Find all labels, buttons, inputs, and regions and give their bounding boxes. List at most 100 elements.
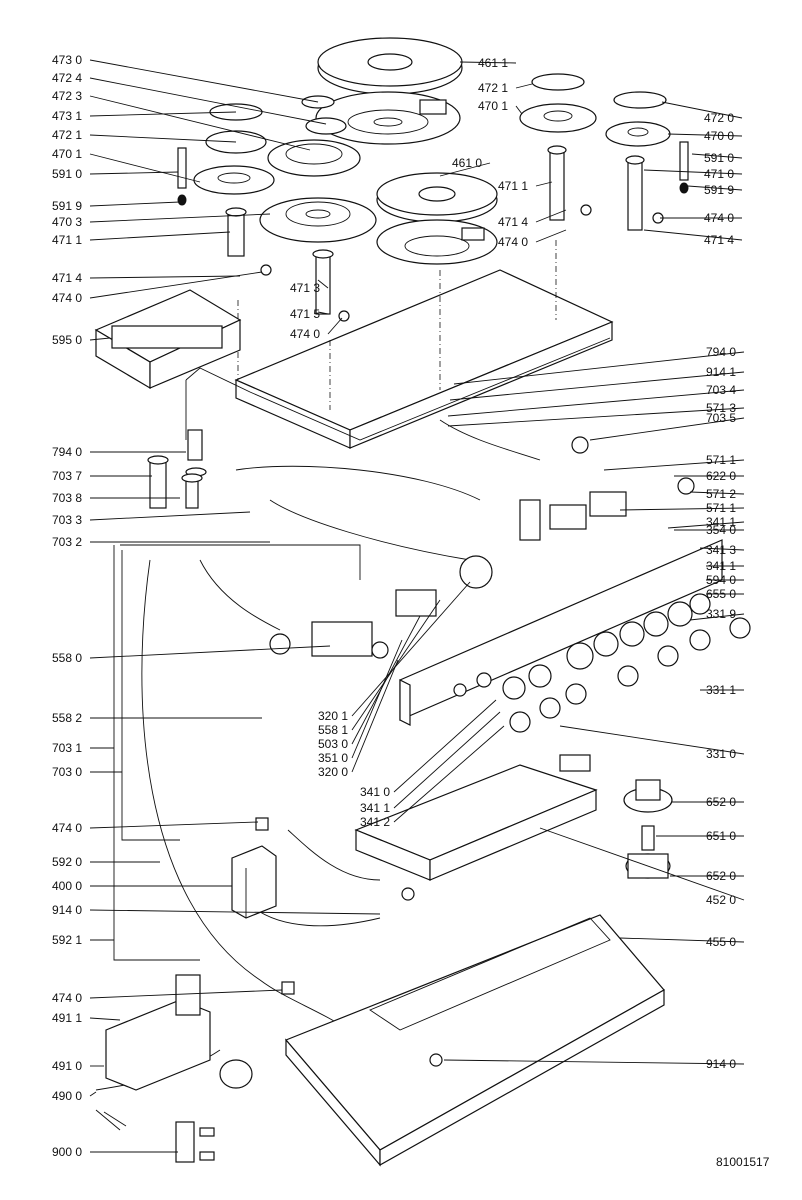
part-label: 703 8 [52, 491, 82, 505]
part-label: 703 1 [52, 741, 82, 755]
leader-line [317, 279, 329, 289]
leader-line [453, 351, 745, 385]
part-label: 470 1 [478, 99, 508, 113]
part-label: 341 1 [706, 515, 736, 529]
leader-line [393, 699, 497, 793]
part-label: 341 2 [360, 815, 390, 829]
control-panel [399, 539, 723, 726]
leader-line [351, 639, 403, 759]
part-label: 461 1 [478, 56, 508, 70]
part-label: 473 0 [52, 53, 82, 67]
part-label: 794 0 [52, 445, 82, 459]
part-label: 331 1 [706, 683, 736, 697]
oven-floor-tray [284, 914, 665, 1167]
part-label: 592 0 [52, 855, 82, 869]
part-label: 591 0 [52, 167, 82, 181]
leader-line [559, 725, 745, 755]
leader-line [89, 153, 201, 183]
leader-line [515, 105, 523, 115]
leader-line [89, 645, 331, 659]
part-label: 354 0 [706, 523, 736, 537]
part-label: 491 1 [52, 1011, 82, 1025]
leader-line [539, 827, 745, 901]
leader-line [351, 615, 421, 745]
part-label: 592 1 [52, 933, 82, 947]
gas-valve-558 [269, 555, 493, 659]
mains-plug [95, 1059, 253, 1131]
part-label: 474 0 [704, 211, 734, 225]
part-label: 474 0 [498, 235, 528, 249]
leader-line [89, 171, 179, 175]
leader-line [89, 201, 181, 207]
leader-line [447, 407, 745, 427]
burner-caps-left [193, 95, 377, 243]
thermostat-parts [623, 779, 673, 879]
part-label: 558 0 [52, 651, 82, 665]
part-label: 341 1 [706, 559, 736, 573]
part-label: 703 2 [52, 535, 82, 549]
leader-line [643, 169, 743, 175]
part-label: 471 4 [704, 233, 734, 247]
leader-line [327, 317, 343, 335]
part-label: 474 0 [52, 291, 82, 305]
leader-line [89, 95, 311, 151]
leader-line [447, 389, 745, 417]
part-label: 471 4 [52, 271, 82, 285]
part-label: 651 0 [706, 829, 736, 843]
part-label: 351 0 [318, 751, 348, 765]
junction-box [94, 289, 242, 390]
leader-line [699, 547, 745, 551]
part-label: 591 0 [704, 151, 734, 165]
leader-line [89, 337, 111, 341]
leader-line [89, 1091, 97, 1097]
terminal-block [105, 974, 211, 1091]
leader-line [619, 937, 745, 943]
part-label: 341 1 [360, 801, 390, 815]
part-label: 471 1 [498, 179, 528, 193]
knobs-and-rosettes [453, 593, 751, 733]
leader-line [535, 229, 567, 243]
part-label: 595 0 [52, 333, 82, 347]
leader-line [351, 581, 471, 717]
part-label: 652 0 [706, 869, 736, 883]
part-label: 914 0 [706, 1057, 736, 1071]
leader-line [89, 111, 237, 117]
part-label: 571 3 [706, 401, 736, 415]
part-label: 490 0 [52, 1089, 82, 1103]
part-label: 471 0 [704, 167, 734, 181]
leader-line [515, 83, 533, 89]
leader-line [443, 1059, 745, 1065]
part-label: 471 1 [52, 233, 82, 247]
leader-line [619, 507, 745, 511]
part-label: 474 0 [290, 327, 320, 341]
part-label: 491 0 [52, 1059, 82, 1073]
part-label: 474 0 [52, 821, 82, 835]
part-label: 655 0 [706, 587, 736, 601]
cable-clamp [175, 1121, 215, 1163]
leader-line [89, 77, 327, 125]
part-label: 472 1 [52, 128, 82, 142]
part-label: 470 1 [52, 147, 82, 161]
leader-line [687, 185, 743, 191]
part-label: 652 0 [706, 795, 736, 809]
part-label: 470 3 [52, 215, 82, 229]
leader-line [89, 213, 271, 223]
leader-line [89, 231, 231, 241]
part-label: 341 3 [706, 543, 736, 557]
part-label: 558 2 [52, 711, 82, 725]
document-number: 81001517 [716, 1155, 770, 1169]
burner-frame [185, 240, 614, 449]
part-label: 472 3 [52, 89, 82, 103]
part-label: 703 0 [52, 765, 82, 779]
part-label: 320 0 [318, 765, 348, 779]
part-label: 622 0 [706, 469, 736, 483]
leader-line [535, 209, 567, 223]
part-label: 571 1 [706, 501, 736, 515]
part-label: 571 1 [706, 453, 736, 467]
leader-line [89, 821, 259, 829]
part-label: 503 0 [318, 737, 348, 751]
leader-lines [89, 59, 745, 1153]
